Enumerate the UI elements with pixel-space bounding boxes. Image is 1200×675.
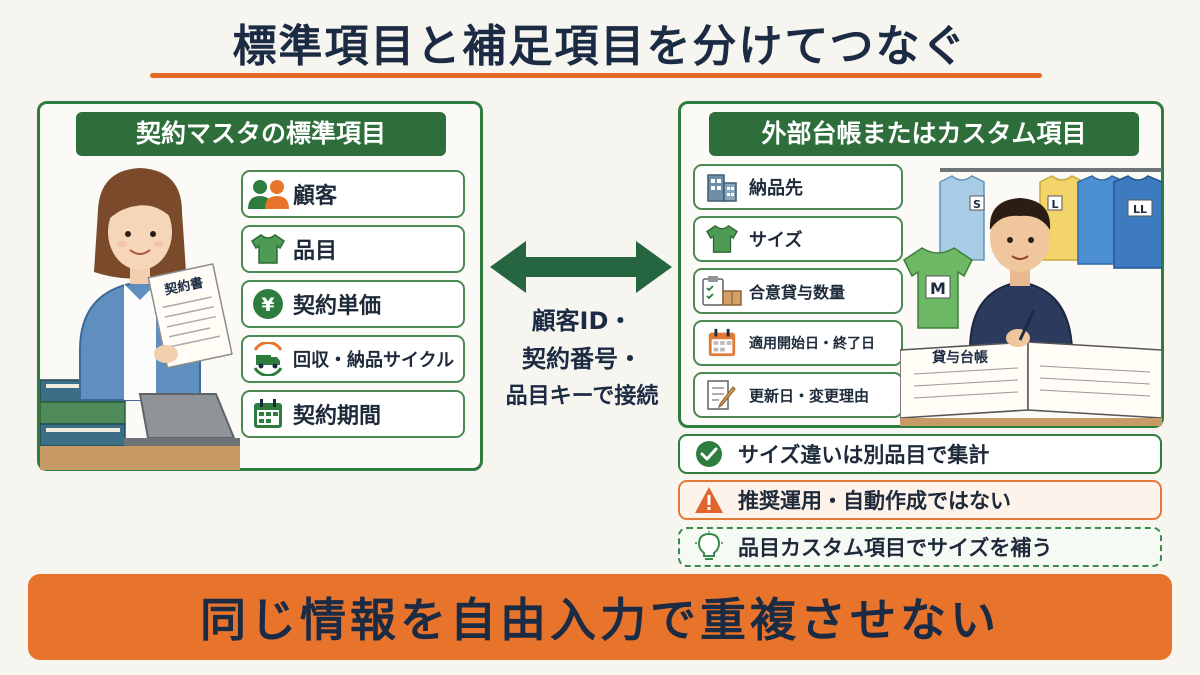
note-not-automatic: 推奨運用・自動作成ではない <box>678 480 1162 520</box>
lightbulb-icon <box>680 531 738 563</box>
bidirectional-arrow-icon <box>490 241 672 293</box>
field-contract-period: 契約期間 <box>241 390 465 438</box>
field-label: 更新日・変更理由 <box>749 386 870 405</box>
size-tag: LL <box>1133 203 1147 216</box>
svg-text:¥: ¥ <box>261 294 274 316</box>
woman-reading-contract-illustration: 契約書 <box>40 168 240 470</box>
tshirt-icon <box>243 233 293 265</box>
field-size: サイズ <box>693 216 903 262</box>
connection-key-text: 顧客ID・ 契約番号・ 品目キーで接続 <box>490 302 674 416</box>
field-label: 納品先 <box>749 178 803 199</box>
building-icon <box>695 171 749 203</box>
field-delivery-destination: 納品先 <box>693 164 903 210</box>
field-label: 回収・納品サイクル <box>293 350 455 371</box>
banner-text: 同じ情報を自由入力で重複させない <box>200 593 1000 647</box>
field-customer: 顧客 <box>241 170 465 218</box>
people-icon <box>243 178 293 210</box>
field-label: 顧客 <box>293 184 338 209</box>
note-label: 品目カスタム項目でサイズを補う <box>738 536 1053 560</box>
clipboard-box-icon <box>695 275 749 307</box>
field-effective-dates: 適用開始日・終了日 <box>693 320 903 366</box>
note-size-aggregation: サイズ違いは別品目で集計 <box>678 434 1162 474</box>
delivery-cycle-icon <box>243 342 293 376</box>
man-with-ledger-illustration: S L LL M 貸与台帳 <box>900 168 1162 426</box>
field-label: 適用開始日・終了日 <box>749 336 875 352</box>
bottom-banner: 同じ情報を自由入力で重複させない <box>28 574 1172 660</box>
size-tag: L <box>1051 198 1058 211</box>
field-label: 契約期間 <box>293 404 382 429</box>
warning-icon <box>680 485 738 515</box>
connector-line-1: 顧客ID・ <box>531 307 633 335</box>
calendar-icon <box>695 327 749 359</box>
note-label: サイズ違いは別品目で集計 <box>738 443 990 467</box>
size-tag: S <box>973 198 981 211</box>
field-label: サイズ <box>749 230 803 251</box>
field-label: 品目 <box>293 239 338 264</box>
tshirt-icon <box>695 224 749 254</box>
connector-line-2: 契約番号・ <box>522 345 642 373</box>
field-unit-price: ¥ 契約単価 <box>241 280 465 328</box>
check-circle-icon <box>680 439 738 469</box>
field-item: 品目 <box>241 225 465 273</box>
document-edit-icon <box>695 379 749 411</box>
standard-fields-panel: 契約マスタの標準項目 顧客 品目 ¥ 契約単価 <box>37 101 483 471</box>
field-label: 契約単価 <box>293 294 382 319</box>
field-label: 合意貸与数量 <box>749 283 846 302</box>
field-update-reason: 更新日・変更理由 <box>693 372 903 418</box>
connector-line-3: 品目キーで接続 <box>505 384 659 409</box>
note-custom-field-tip: 品目カスタム項目でサイズを補う <box>678 527 1162 567</box>
title-underline <box>150 73 1042 78</box>
note-label: 推奨運用・自動作成ではない <box>738 489 1011 513</box>
field-agreed-quantity: 合意貸与数量 <box>693 268 903 314</box>
field-delivery-cycle: 回収・納品サイクル <box>241 335 465 383</box>
standard-fields-heading: 契約マスタの標準項目 <box>76 112 446 156</box>
yen-coin-icon: ¥ <box>243 287 293 321</box>
calendar-icon <box>243 397 293 431</box>
shirt-size-tag: M <box>930 279 946 298</box>
supplementary-fields-heading: 外部台帳またはカスタム項目 <box>709 112 1139 156</box>
page-title: 標準項目と補足項目を分けてつなぐ <box>232 21 968 72</box>
ledger-label: 貸与台帳 <box>931 349 988 366</box>
